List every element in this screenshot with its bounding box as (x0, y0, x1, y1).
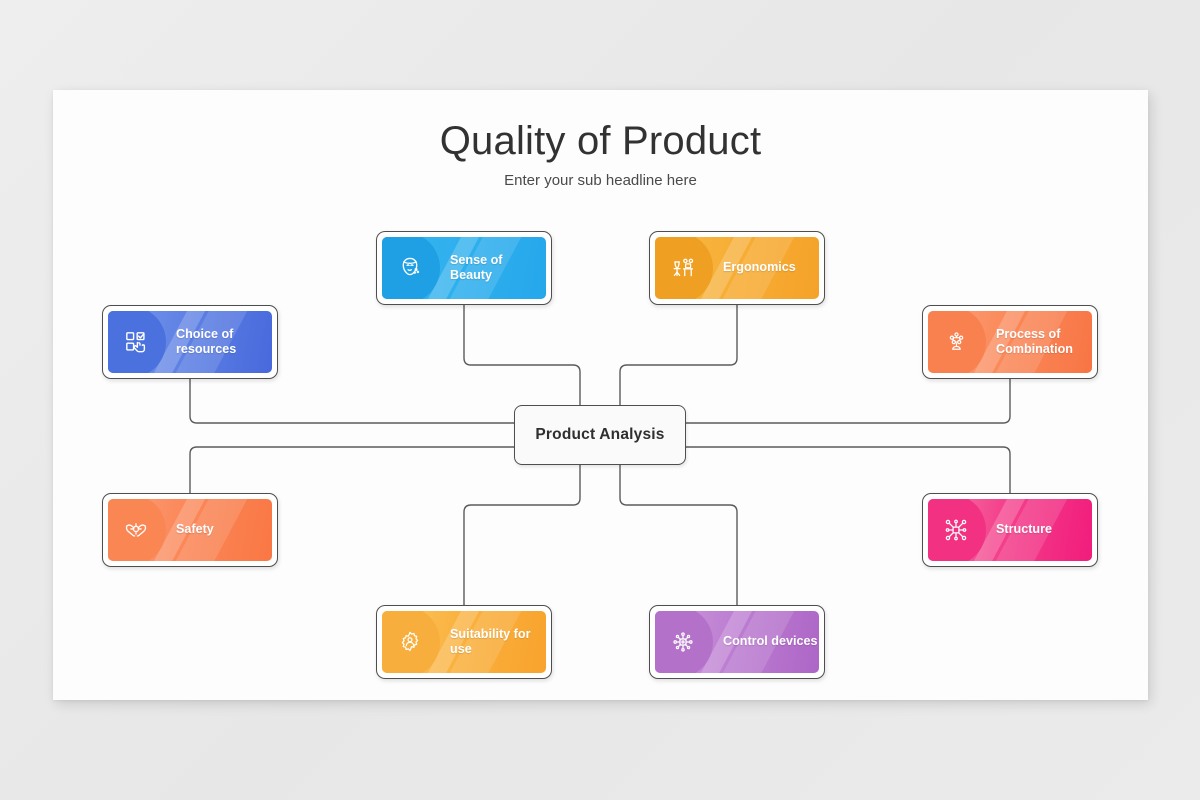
node-card-structure[interactable]: Structure (922, 493, 1098, 567)
gear-person-icon (382, 611, 440, 673)
node-card-ergonomics[interactable]: Ergonomics (649, 231, 825, 305)
node-card-sense-of-beauty[interactable]: Sense of Beauty (376, 231, 552, 305)
page-title: Quality of Product (439, 119, 762, 163)
node-card-process-of-combination[interactable]: Process of Combination (922, 305, 1098, 379)
node-card-label: Choice of resources (176, 326, 237, 356)
node-card-label: Suitability for use (450, 626, 531, 656)
hands-protect-icon (108, 499, 166, 561)
node-card-control-devices[interactable]: Control devices (649, 605, 825, 679)
node-card-label: Safety (176, 522, 214, 537)
card-surface: Choice of resources (108, 311, 272, 373)
node-card-label: Sense of Beauty (450, 252, 503, 282)
network-chip-icon (928, 499, 986, 561)
node-card-label: Ergonomics (723, 260, 796, 275)
connector-ergonomics (619, 305, 738, 405)
page-subtitle: Enter your sub headline here (504, 172, 697, 189)
checkbox-cursor-icon (108, 311, 166, 373)
card-surface: Safety (108, 499, 272, 561)
card-surface: Sense of Beauty (382, 237, 546, 299)
card-surface: Process of Combination (928, 311, 1092, 373)
node-card-choice-of-resources[interactable]: Choice of resources (102, 305, 278, 379)
card-surface: Ergonomics (655, 237, 819, 299)
connector-sense-of-beauty (463, 305, 581, 405)
center-node-product-analysis[interactable]: Product Analysis (514, 405, 686, 465)
node-card-label: Control devices (723, 634, 818, 649)
node-card-label: Process of Combination (996, 326, 1073, 356)
card-surface: Control devices (655, 611, 819, 673)
node-card-safety[interactable]: Safety (102, 493, 278, 567)
node-card-label: Structure (996, 522, 1052, 537)
connector-control-devices (619, 465, 738, 605)
slide-canvas: Quality of Product Enter your sub headli… (53, 90, 1148, 700)
desk-chair-icon (655, 237, 713, 299)
node-card-suitability-for-use[interactable]: Suitability for use (376, 605, 552, 679)
iot-chip-icon (655, 611, 713, 673)
molecule-cluster-icon (928, 311, 986, 373)
face-beauty-icon (382, 237, 440, 299)
connector-process-of-combination (686, 379, 1011, 424)
center-node-label: Product Analysis (535, 426, 665, 443)
card-surface: Structure (928, 499, 1092, 561)
connector-choice-of-resources (189, 379, 514, 424)
connector-suitability-for-use (463, 465, 581, 605)
card-surface: Suitability for use (382, 611, 546, 673)
